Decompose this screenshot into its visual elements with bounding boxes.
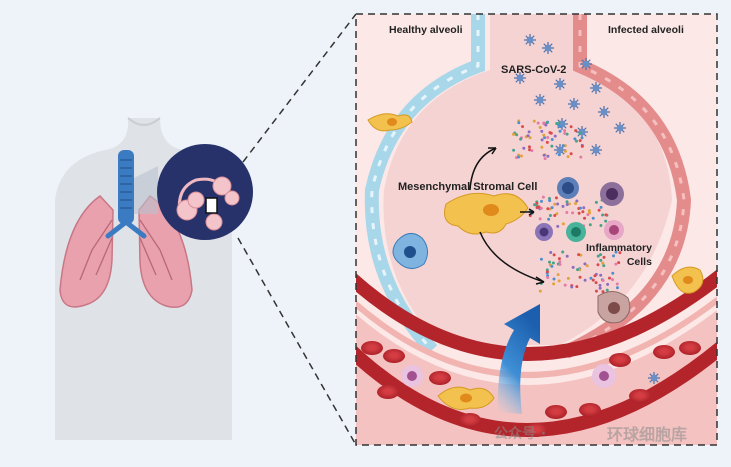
virus-icon xyxy=(648,372,660,384)
label-healthy-alveoli: Healthy alveoli xyxy=(389,24,463,36)
virus-icon xyxy=(514,72,526,84)
virus-icon xyxy=(554,78,566,90)
migration-arrow xyxy=(497,304,540,414)
watermark-prefix: 公众号 · xyxy=(494,426,547,442)
arrow-msc-to-virus xyxy=(469,147,497,191)
label-sars-cov-2: SARS-CoV-2 xyxy=(501,64,567,76)
trachea-icon xyxy=(105,150,147,239)
cytokine-dots-icon xyxy=(511,119,622,294)
virus-icon xyxy=(568,98,580,110)
lymphocyte-icon xyxy=(535,177,624,242)
msc-outside xyxy=(367,113,704,294)
panel-border xyxy=(355,13,718,446)
neutrophil-icon xyxy=(401,364,616,388)
macrophage-icon xyxy=(392,233,631,324)
virus-icon xyxy=(554,144,566,156)
virus-icon xyxy=(542,42,554,54)
arrow-msc-to-cytokines xyxy=(479,231,545,283)
virus-particles xyxy=(514,34,660,384)
virus-icon xyxy=(576,126,588,138)
watermark-name: 环球细胞库 xyxy=(607,425,688,444)
virus-icon xyxy=(614,122,626,134)
label-infected-alveoli: Infected alveoli xyxy=(608,24,684,36)
virus-icon xyxy=(590,82,602,94)
virus-icon xyxy=(598,106,610,118)
zoom-line-top xyxy=(242,13,357,163)
red-blood-cells xyxy=(361,341,701,437)
virus-icon xyxy=(524,34,536,46)
virus-icon xyxy=(580,58,592,70)
msc-icon xyxy=(444,192,529,235)
virus-icon xyxy=(534,94,546,106)
zoom-circle-icon xyxy=(157,144,253,240)
msc-in-vessel xyxy=(437,386,495,410)
lung-icon xyxy=(59,194,193,308)
zoom-line-bottom xyxy=(237,237,357,446)
virus-icon xyxy=(590,144,602,156)
label-msc: Mesenchymal Stromal Cell xyxy=(398,181,538,193)
label-inflammatory-cells: Inflammatory Cells xyxy=(586,242,652,268)
